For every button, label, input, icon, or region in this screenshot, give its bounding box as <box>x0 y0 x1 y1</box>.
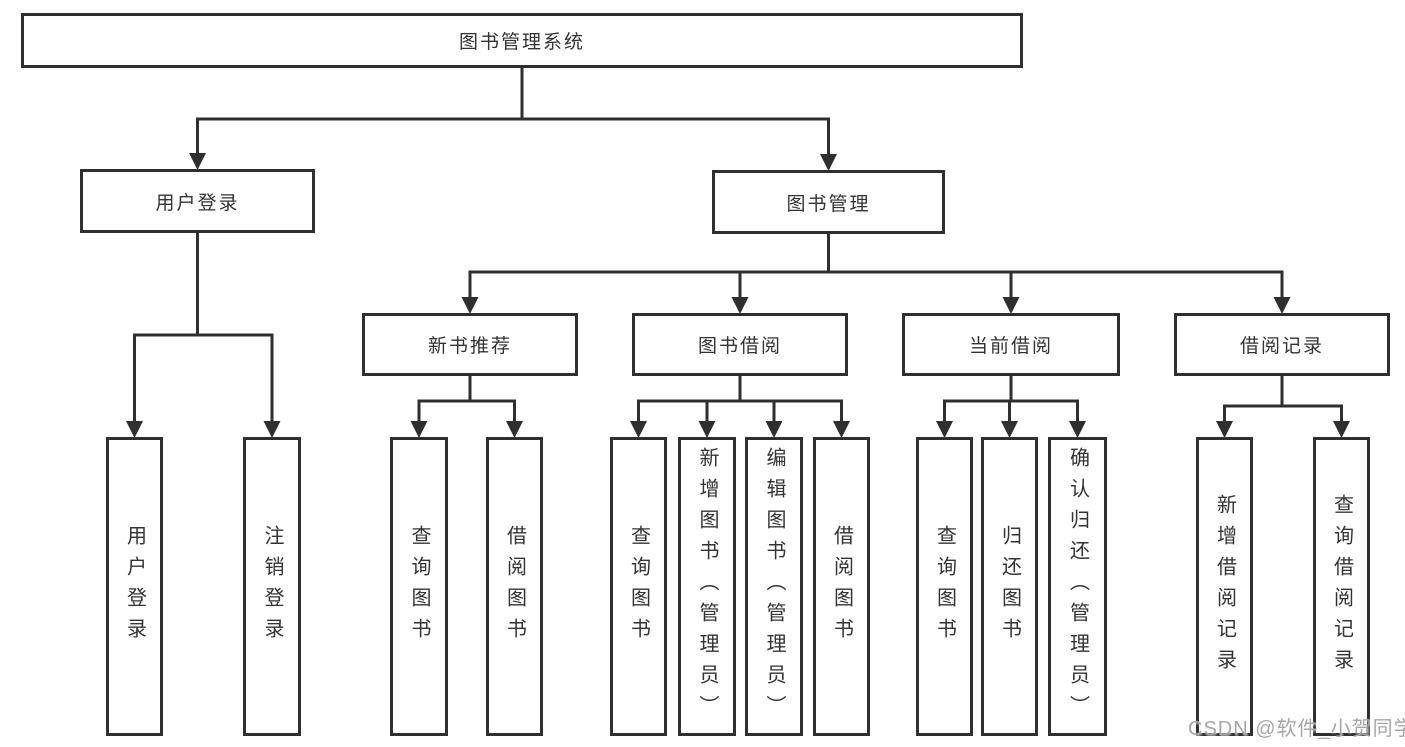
node-book-mgmt: 图书管理 <box>712 170 945 234</box>
node-root: 图书管理系统 <box>21 13 1023 68</box>
node-leaf-user-login: 用户登录 <box>106 437 163 736</box>
arrowhead-icon <box>1001 421 1018 438</box>
node-borrow-records: 借阅记录 <box>1174 313 1390 376</box>
node-leaf-borrow-book-1: 借阅图书 <box>486 437 543 736</box>
node-label: 借阅记录 <box>1239 336 1324 357</box>
watermark: CSDN @软件_小贺同学 <box>1188 718 1405 740</box>
arrowhead-icon <box>820 154 837 171</box>
node-label: 查询借阅记录 <box>1330 493 1353 680</box>
arrowhead-icon <box>1002 297 1020 314</box>
node-label: 当前借阅 <box>968 336 1053 357</box>
node-label: 确认归还（管理员） <box>1066 447 1089 726</box>
arrowhead-icon <box>765 421 783 438</box>
node-leaf-add-book: 新增图书（管理员） <box>678 437 736 736</box>
node-label: 用户登录 <box>155 192 240 214</box>
node-label: 新书推荐 <box>427 336 512 357</box>
arrowhead-icon <box>698 421 716 438</box>
arrowhead-icon <box>506 421 523 438</box>
node-label: 查询图书 <box>627 524 650 649</box>
arrowhead-icon <box>1216 421 1233 438</box>
arrowhead-icon <box>461 297 479 314</box>
node-leaf-add-record: 新增借阅记录 <box>1196 437 1253 736</box>
node-label: 借阅图书 <box>503 524 526 649</box>
arrowhead-icon <box>833 421 850 438</box>
node-leaf-return-book: 归还图书 <box>981 437 1038 736</box>
node-label: 新增图书（管理员） <box>696 447 718 726</box>
node-current-borrow: 当前借阅 <box>902 313 1120 376</box>
arrowhead-icon <box>731 297 749 314</box>
node-leaf-borrow-book-2: 借阅图书 <box>813 437 870 736</box>
arrowhead-icon <box>630 421 647 438</box>
arrowhead-icon <box>1333 421 1350 438</box>
node-new-book-rec: 新书推荐 <box>362 313 578 376</box>
node-label: 注销登录 <box>261 524 283 649</box>
node-leaf-query-record: 查询借阅记录 <box>1313 437 1370 736</box>
node-leaf-query-book-2: 查询图书 <box>610 437 667 736</box>
node-leaf-query-book-3: 查询图书 <box>916 437 973 736</box>
node-label: 图书管理 <box>786 193 871 215</box>
node-leaf-logout: 注销登录 <box>243 437 301 736</box>
arrowhead-icon <box>410 421 428 438</box>
node-label: 查询图书 <box>933 524 956 649</box>
node-label: 查询图书 <box>408 524 430 649</box>
node-label: 归还图书 <box>998 524 1021 649</box>
node-book-borrow: 图书借阅 <box>632 313 848 376</box>
arrowhead-icon <box>1069 421 1086 438</box>
node-label: 图书借阅 <box>697 336 782 357</box>
arrowhead-icon <box>189 153 206 170</box>
arrowhead-icon <box>936 421 953 438</box>
arrowhead-icon <box>263 421 281 438</box>
node-label: 用户登录 <box>123 524 146 649</box>
arrowhead-icon <box>1273 297 1291 314</box>
node-leaf-edit-book: 编辑图书（管理员） <box>745 437 803 736</box>
node-label: 新增借阅记录 <box>1213 493 1236 680</box>
node-label: 借阅图书 <box>830 524 853 649</box>
node-leaf-query-book-1: 查询图书 <box>390 437 448 736</box>
arrowhead-icon <box>126 421 143 438</box>
node-leaf-confirm-return: 确认归还（管理员） <box>1048 437 1107 736</box>
node-label: 图书管理系统 <box>458 32 585 53</box>
node-label: 编辑图书（管理员） <box>763 447 785 726</box>
node-user-login: 用户登录 <box>80 169 315 233</box>
